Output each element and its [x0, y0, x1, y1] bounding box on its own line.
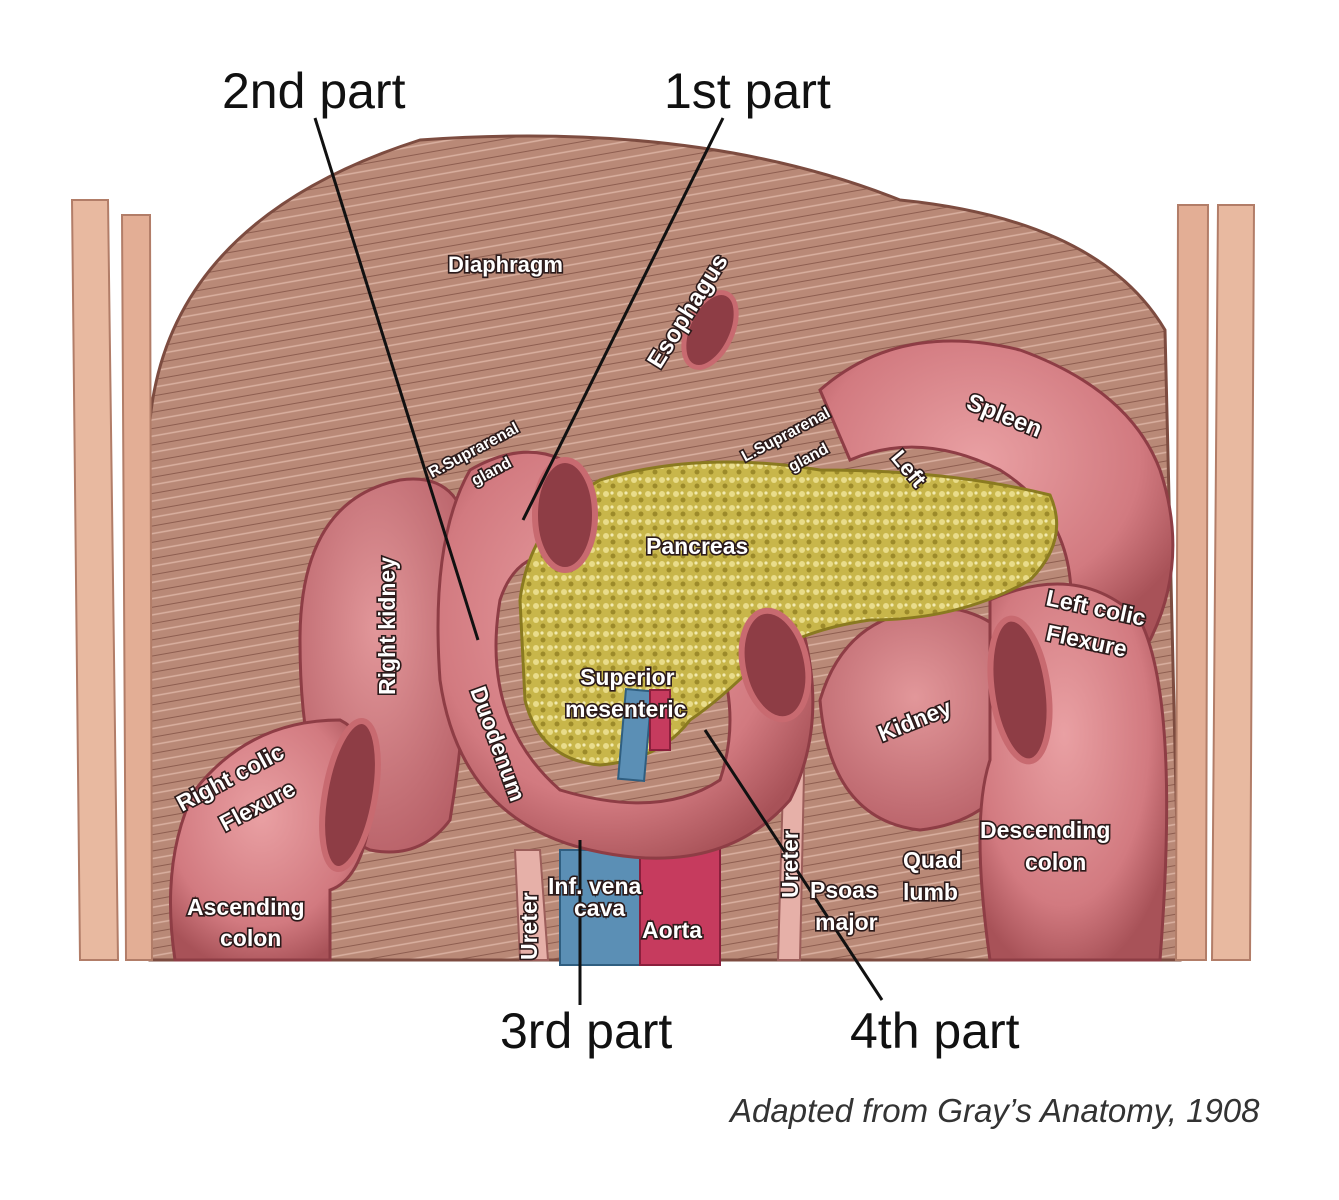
- source-credit: Adapted from Gray’s Anatomy, 1908: [730, 1092, 1260, 1129]
- psoas-label-2: major: [815, 909, 878, 935]
- psoas-label-1: Psoas: [810, 877, 878, 903]
- right-colic-opening: [319, 718, 381, 872]
- second-part-label: 2nd part: [222, 63, 406, 119]
- ascending-colon-shape: [169, 718, 374, 962]
- right-body-wall: [1210, 204, 1256, 961]
- descending-colon-label-1: Descending: [980, 817, 1110, 843]
- ivc-label-2: cava: [574, 895, 625, 921]
- ureter-left-label: Ureter: [516, 892, 542, 960]
- left-ureter-shape: [513, 849, 550, 961]
- quad-lumb-label-1: Quad: [903, 847, 962, 873]
- left-body-wall: [70, 199, 120, 961]
- right-kidney-label: Right kidney: [374, 557, 400, 695]
- second-part-pointer: [313, 117, 480, 641]
- right-spine-segments: [1174, 204, 1210, 961]
- ascending-colon-label-1: Ascending: [187, 894, 305, 920]
- first-part-pointer: [521, 117, 725, 521]
- superior-mesenteric-label-1: Superior: [580, 664, 675, 690]
- descending-colon-label-2: colon: [1025, 849, 1086, 875]
- superior-mesenteric-label-2: mesenteric: [565, 696, 687, 722]
- left-spine-segments: [120, 214, 154, 961]
- left-colic-opening: [987, 615, 1053, 765]
- ascending-colon-label-2: colon: [220, 925, 281, 951]
- esophagus-opening: [681, 290, 739, 370]
- fourth-part-pointer: [703, 729, 884, 1001]
- aorta-label: Aorta: [642, 917, 702, 943]
- superior-mesenteric-vein-shape: [617, 687, 653, 783]
- quad-lumb-label-2: lumb: [903, 879, 958, 905]
- ivc-label-1: Inf. vena: [548, 873, 642, 899]
- ivc-shape: [559, 849, 641, 966]
- superior-mesenteric-artery-shape: [649, 689, 671, 751]
- spleen-shape: [818, 339, 1175, 642]
- jejunum-opening: [738, 607, 812, 723]
- first-part-label: 1st part: [664, 63, 831, 119]
- ureter-right-label: Ureter: [777, 830, 803, 898]
- diaphragm-label: Diaphragm: [448, 252, 563, 277]
- duodenum-first-opening: [532, 457, 598, 573]
- third-part-label: 3rd part: [500, 1003, 672, 1059]
- pancreas-label: Pancreas: [646, 533, 748, 559]
- fourth-part-label: 4th part: [850, 1003, 1020, 1059]
